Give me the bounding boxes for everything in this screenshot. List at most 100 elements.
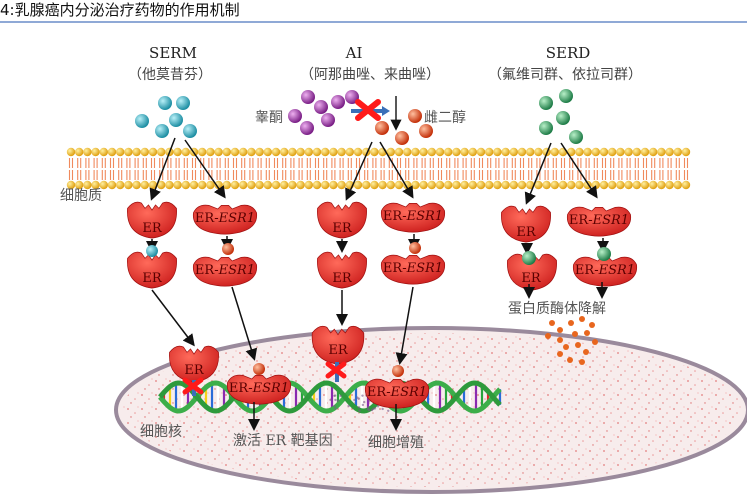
lipid-tail [504, 158, 507, 168]
protein-fragment [557, 337, 563, 343]
lipid-head [428, 181, 436, 189]
lipid-head [75, 148, 83, 156]
lipid-tail [225, 158, 228, 168]
chromatin [337, 400, 339, 402]
chromatin [339, 395, 341, 397]
lipid-head [280, 148, 288, 156]
lipid-head [436, 181, 444, 189]
lipid-head [165, 181, 173, 189]
lipid-head [633, 181, 641, 189]
lipid-tail [406, 158, 409, 168]
lipid-tail [307, 170, 310, 180]
serd-er-bound: ER [507, 251, 556, 290]
lipid-tail [414, 158, 417, 168]
lipid-head [583, 148, 591, 156]
lipid-head [272, 148, 280, 156]
protein-fragment [572, 331, 578, 337]
lipid-head [633, 148, 641, 156]
lipid-tail [258, 158, 261, 168]
lipid-tail [570, 170, 573, 180]
er-label: ER [521, 271, 541, 286]
protein-fragment [568, 320, 574, 326]
chromatin [387, 410, 389, 412]
lipid-tail [430, 158, 433, 168]
er-label: ER [142, 271, 162, 286]
lipid-head [469, 148, 477, 156]
lipid-head [518, 148, 526, 156]
lipid-tail [266, 170, 269, 180]
lipid-head [551, 181, 559, 189]
lipid-tail [389, 170, 392, 180]
lipid-head [477, 148, 485, 156]
lipid-tail [603, 158, 606, 168]
lipid-head [206, 148, 214, 156]
lipid-tail [611, 170, 614, 180]
lipid-tail [529, 158, 532, 168]
lipid-tail [234, 158, 237, 168]
lipid-tail [152, 170, 155, 180]
testosterone-molecules [288, 90, 359, 135]
lipid-head [313, 148, 321, 156]
lipid-head [206, 181, 214, 189]
lipid-head [296, 148, 304, 156]
lipid-head [616, 181, 624, 189]
lipid-tail [332, 158, 335, 168]
lipid-head [411, 181, 419, 189]
lipid-tail [545, 170, 548, 180]
lipid-head [682, 181, 690, 189]
lipid-tail [119, 170, 122, 180]
lipid-head [313, 181, 321, 189]
lipid-tail [586, 170, 589, 180]
lipid-head [108, 148, 116, 156]
serd-molecule [539, 121, 553, 135]
lipid-head [542, 181, 550, 189]
lipid-head [378, 181, 386, 189]
er-esr1-label: ER-ESR1 [367, 385, 427, 400]
chromatin [381, 408, 383, 410]
lipid-tail [324, 170, 327, 180]
cell-membrane [67, 148, 690, 189]
protein-fragment [557, 351, 563, 357]
lipid-head [534, 148, 542, 156]
serm-molecule [135, 114, 149, 128]
lipid-head [91, 148, 99, 156]
lipid-tail [275, 170, 278, 180]
lipid-tail [504, 170, 507, 180]
lipid-head [452, 181, 460, 189]
lipid-tail [168, 158, 171, 168]
lipid-head [272, 181, 280, 189]
lipid-tail [422, 170, 425, 180]
entry-arrows [152, 138, 596, 202]
lipid-tail [406, 170, 409, 180]
lipid-tail [78, 170, 81, 180]
lipid-tail [414, 170, 417, 180]
lipid-tail [242, 158, 245, 168]
lipid-tail [217, 170, 220, 180]
lipid-tail [291, 158, 294, 168]
serm-molecule [183, 124, 197, 138]
lipid-tail [201, 170, 204, 180]
lipid-head [132, 148, 140, 156]
lipid-head [575, 181, 583, 189]
lipid-tail [660, 158, 663, 168]
lipid-tail [135, 170, 138, 180]
lipid-tail [217, 158, 220, 168]
lipid-tail [512, 170, 515, 180]
lipid-head [173, 181, 181, 189]
lipid-head [444, 148, 452, 156]
lipid-tail [439, 170, 442, 180]
lipid-head [231, 148, 239, 156]
serd-molecules [539, 89, 583, 144]
lipid-tail [357, 158, 360, 168]
protein-fragment [563, 344, 569, 350]
er-esr1-label: ER-ESR1 [575, 263, 635, 278]
serm-molecule [169, 113, 183, 127]
protein-fragment [557, 327, 563, 333]
lipid-head [346, 148, 354, 156]
lipid-head [141, 148, 149, 156]
lipid-tail [430, 170, 433, 180]
lipid-head [493, 148, 501, 156]
degradation-label: 蛋白质酶体降解 [508, 301, 606, 317]
ai-er-unbound: ER [317, 202, 366, 238]
lipid-head [452, 148, 460, 156]
